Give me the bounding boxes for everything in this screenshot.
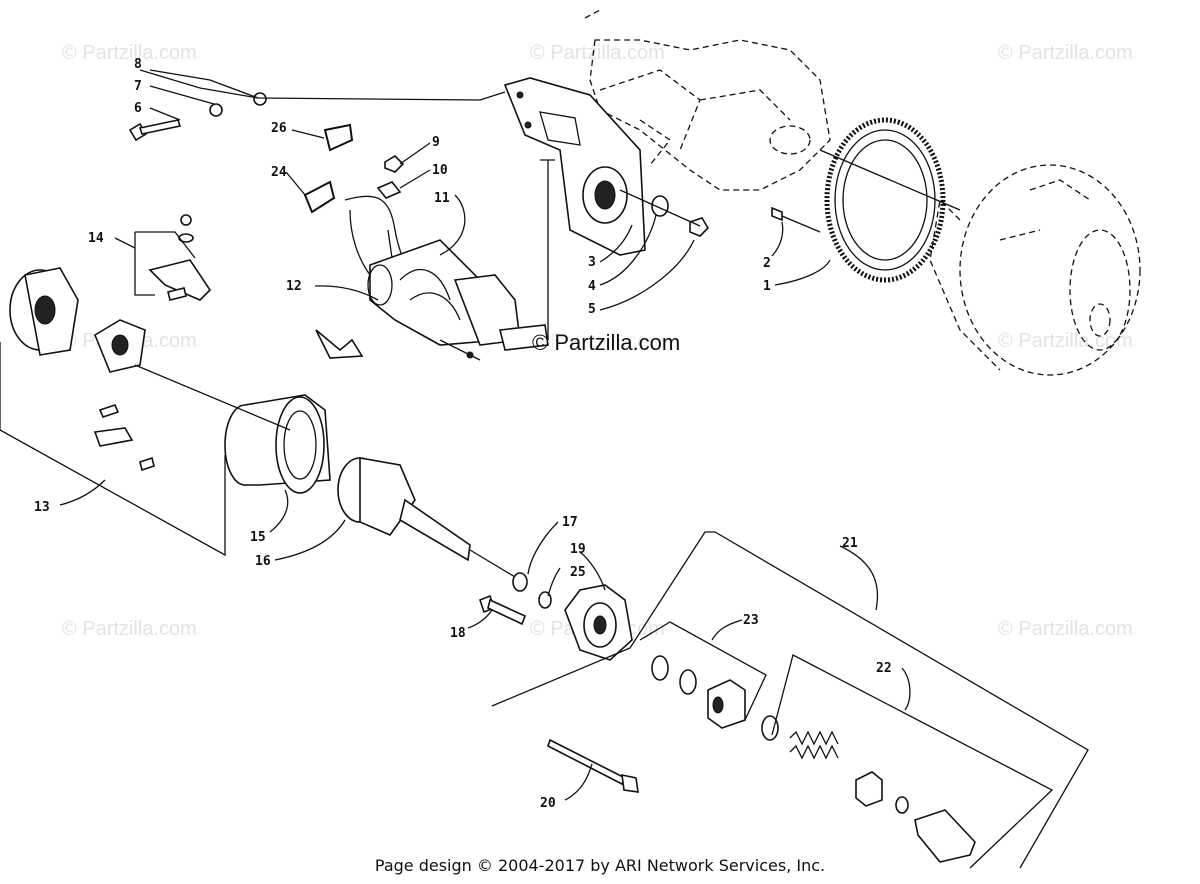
end-cover <box>9 267 79 356</box>
callout-25: 25 <box>570 565 586 580</box>
callout-12: 12 <box>286 279 302 294</box>
through-bolt-20 <box>547 738 639 793</box>
stop-collar <box>855 771 883 807</box>
callout-4: 4 <box>588 279 596 294</box>
armature-16 <box>337 457 521 581</box>
callout-23: 23 <box>743 613 759 628</box>
callout-14: 14 <box>88 231 104 246</box>
callout-2: 2 <box>763 256 771 271</box>
callout-1: 1 <box>763 279 771 294</box>
drive-housing-19 <box>564 584 633 661</box>
mount-bolt-6 <box>128 119 182 142</box>
hose-24 <box>303 180 336 214</box>
callout-13: 13 <box>34 500 50 515</box>
terminal-clip <box>93 427 134 447</box>
collar <box>761 715 779 741</box>
washer-7 <box>209 103 223 117</box>
watermark: © Partzilla.com <box>998 618 1133 640</box>
snap-ring-17 <box>512 572 528 592</box>
callout-8: 8 <box>134 57 142 72</box>
hose-26 <box>323 123 354 152</box>
nut-5 <box>689 217 710 237</box>
starter-bracket <box>503 77 646 256</box>
nut-9 <box>384 154 405 173</box>
engine-block <box>584 9 831 191</box>
brush-bracket-14 <box>148 214 212 301</box>
callout-19: 19 <box>570 542 586 557</box>
terminal-lug-10 <box>376 181 402 199</box>
yoke-housing-15 <box>224 394 331 494</box>
watermark: © Partzilla.com <box>62 42 197 64</box>
washer-4 <box>651 195 669 217</box>
washer-23a <box>651 655 669 681</box>
callout-22: 22 <box>876 661 892 676</box>
small-screw <box>139 456 155 472</box>
flywheel-bolt <box>771 206 821 233</box>
washer-8 <box>253 92 267 106</box>
washer-25 <box>538 591 552 609</box>
snap-ring <box>895 796 909 814</box>
shaft-sleeve <box>914 809 976 863</box>
callout-3: 3 <box>588 255 596 270</box>
callout-10: 10 <box>432 163 448 178</box>
callout-11: 11 <box>434 191 450 206</box>
ring-gear <box>819 117 961 283</box>
bolt-18 <box>479 594 527 626</box>
callout-6: 6 <box>134 101 142 116</box>
callout-7: 7 <box>134 79 142 94</box>
brush-screw <box>98 404 120 418</box>
pinion-gear-23 <box>707 679 746 729</box>
callout-9: 9 <box>432 135 440 150</box>
brush-holder <box>94 319 146 373</box>
partzilla-watermark: © Partzilla.com <box>532 330 681 355</box>
callout-16: 16 <box>255 554 271 569</box>
watermark: © Partzilla.com <box>998 42 1133 64</box>
watermark: © Partzilla.com <box>530 42 665 64</box>
callout-20: 20 <box>540 796 556 811</box>
callout-17: 17 <box>562 515 578 530</box>
callout-21: 21 <box>842 536 858 551</box>
starter-motor <box>367 229 549 361</box>
flywheel <box>929 164 1141 376</box>
front-arrow-icon <box>315 329 364 359</box>
callout-15: 15 <box>250 530 266 545</box>
callout-5: 5 <box>588 302 596 317</box>
watermark: © Partzilla.com <box>62 618 197 640</box>
callout-24: 24 <box>271 165 287 180</box>
page-footer: Page design © 2004-2017 by ARI Network S… <box>374 856 826 875</box>
watermark: © Partzilla.com <box>530 330 665 352</box>
callout-18: 18 <box>450 626 466 641</box>
spring <box>789 730 839 760</box>
washer-23b <box>679 669 697 695</box>
callout-26: 26 <box>271 121 287 136</box>
